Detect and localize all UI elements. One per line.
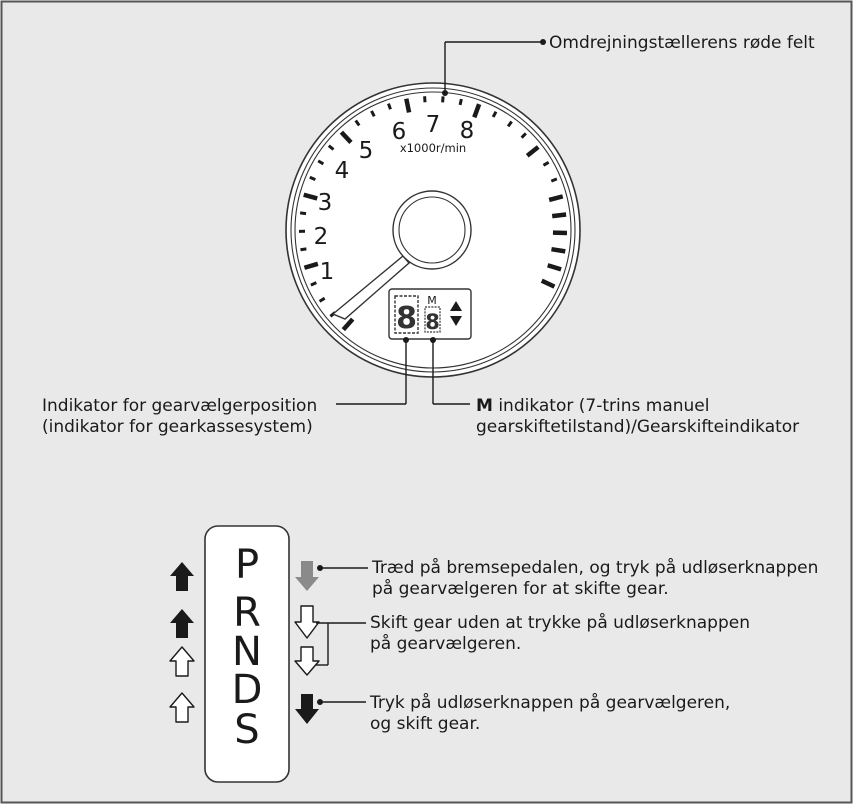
no-button-note-line2: på gearvælgeren. (370, 633, 521, 654)
tach-tick (339, 130, 353, 144)
tach-tick (303, 261, 319, 270)
gear-letter-n: N (232, 629, 262, 675)
tach-number-2: 2 (314, 224, 329, 250)
tach-tick (309, 175, 316, 182)
tach-number-4: 4 (335, 158, 350, 184)
tach-red-zone-tick (551, 212, 567, 219)
gear-position-label-line2: (indikator for gearkassesystem) (42, 417, 313, 437)
tach-tick (300, 247, 307, 252)
tach-red-zone-tick (551, 246, 566, 254)
tach-tick (387, 103, 392, 110)
button-note-line1: Tryk på udløserknappen på gearvælgeren, (369, 692, 730, 713)
red-zone-leader (442, 39, 546, 96)
button-note-leader (317, 699, 366, 705)
tach-unit-label: x1000r/min (400, 141, 466, 155)
tach-tick (327, 144, 335, 151)
shifter-gate (204, 525, 290, 783)
tach-tick (318, 296, 326, 303)
up-arrow-white-n-icon (169, 646, 195, 677)
tach-red-zone-tick (540, 278, 556, 289)
red-zone-label: Omdrejningstællerens røde felt (549, 33, 815, 53)
manual-gear-indicator (424, 306, 441, 333)
m-indicator-label-line2: gearskiftetilstand)/Gearskifteindikator (476, 417, 799, 437)
display-m-letter: M (427, 294, 437, 307)
shift-down-arrow-icon (450, 316, 462, 326)
tach-tick (303, 192, 318, 201)
gear-letter-d: D (232, 667, 263, 713)
tachometer: 1 2 3 4 5 6 7 8 x1000r/min 8 M 8 (285, 39, 581, 405)
no-button-note-leader (316, 622, 366, 666)
tach-number-5: 5 (359, 138, 374, 164)
tach-tick (299, 211, 307, 216)
tach-tick (458, 98, 463, 106)
tach-tick (525, 145, 540, 158)
tach-tick (506, 120, 513, 128)
m-indicator-bold-m: M (476, 396, 493, 416)
up-arrow-black-r-icon (170, 609, 194, 638)
tach-tick (370, 110, 376, 117)
up-arrow-white-d-icon (169, 692, 195, 723)
tach-tick (542, 161, 550, 167)
tach-number-7: 7 (426, 112, 441, 138)
tach-tick (310, 281, 317, 287)
up-arrow-black-p-icon (170, 562, 194, 591)
tach-tick (317, 159, 325, 166)
tach-tick (341, 317, 355, 332)
tach-number-3: 3 (318, 190, 333, 216)
tach-tick (491, 111, 498, 118)
shift-up-arrow-icon (450, 301, 462, 311)
m-indicator-label-rest: indikator (7-trins manuel (493, 396, 710, 416)
tach-number-6: 6 (392, 119, 407, 145)
brake-note-leader (317, 565, 368, 571)
gear-letter-p: P (235, 542, 259, 588)
down-arrow-gray-icon (295, 561, 319, 591)
manual-gear-glyph: 8 (425, 310, 440, 334)
gear-letter-r: R (233, 590, 261, 636)
down-arrow-white-r-icon (294, 605, 320, 639)
button-note-line2: og skift gear. (370, 714, 480, 734)
no-button-note-line1: Skift gear uden at trykke på udløserknap… (370, 612, 750, 633)
brake-note-line2: på gearvælgeren for at skifte gear. (372, 578, 669, 599)
gear-position-indicator (394, 295, 419, 334)
tach-tick (404, 98, 412, 113)
tach-tick (354, 119, 361, 127)
gear-letter-s: S (234, 707, 259, 753)
brake-note-line1: Træd på bremsepedalen, og tryk på udløse… (371, 557, 818, 578)
gear-position-label-line1: Indikator for gearvælgerposition (42, 396, 317, 416)
gear-position-glyph: 8 (396, 301, 417, 336)
down-arrow-white-n-icon (294, 646, 320, 676)
tach-numbers: 1 2 3 4 5 6 7 8 (314, 112, 475, 285)
tach-hub-inner (398, 196, 466, 264)
tach-tick (472, 103, 482, 119)
tach-red-zone-tick (548, 194, 564, 203)
tach-tick (550, 177, 558, 183)
down-arrow-black-icon (295, 694, 319, 724)
tach-red-zone-tick (547, 263, 562, 272)
gear-position-leader (336, 337, 409, 405)
m-indicator-label-line1: M indikator (7-trins manuel (476, 396, 709, 416)
m-indicator-leader (430, 337, 470, 405)
tach-tick (520, 132, 527, 139)
shifter-diagram: P R N D S (169, 525, 368, 783)
tach-number-8: 8 (460, 118, 475, 144)
tach-number-1: 1 (320, 259, 335, 285)
